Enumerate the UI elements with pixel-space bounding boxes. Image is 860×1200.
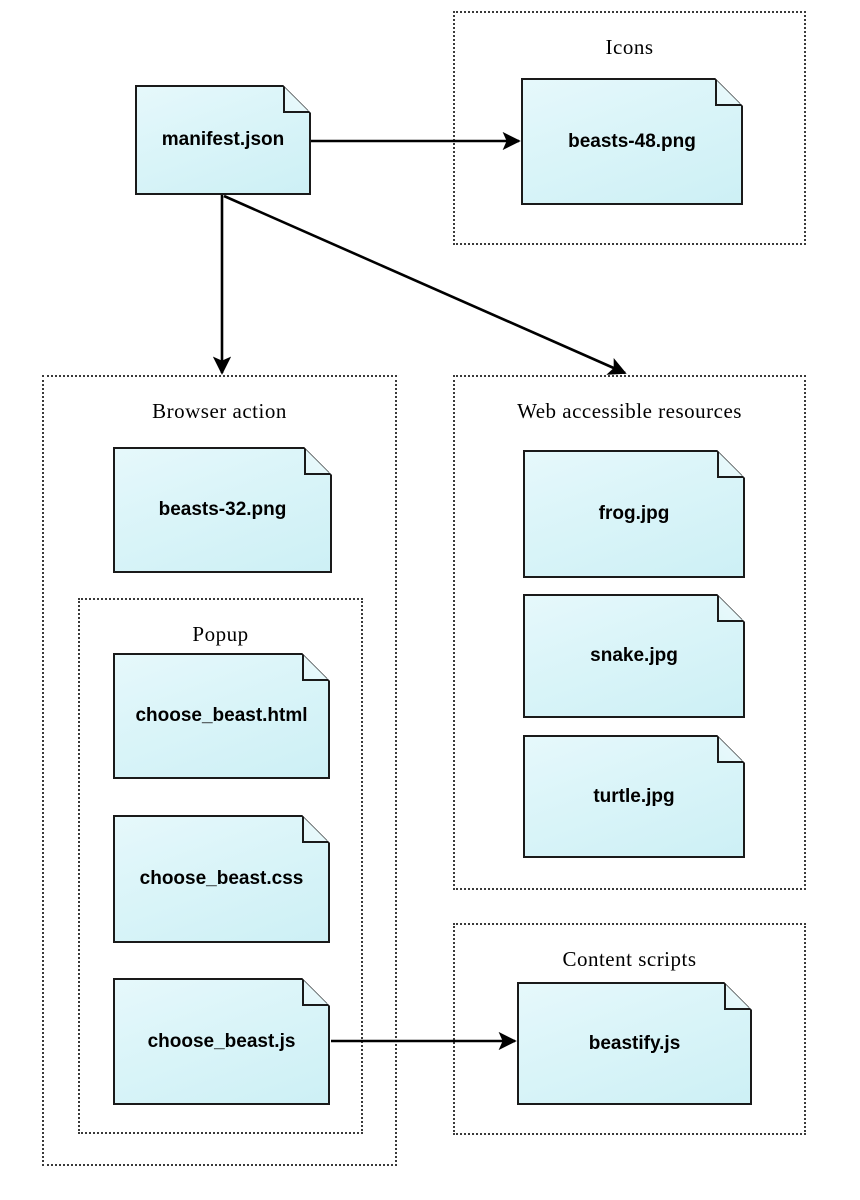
page-fold-icon [302,978,330,1006]
group-icons-title: Icons [605,35,654,59]
page-fold-icon [724,982,752,1010]
document-shape [113,815,330,943]
group-icons: Icons [453,11,806,245]
page-fold-icon [302,653,330,681]
file-node-choose-beast-css[interactable]: choose_beast.css [113,815,330,943]
document-shape [113,653,330,779]
group-web-accessible-resources: Web accessible resources [453,375,806,890]
page-fold-icon [717,594,745,622]
page-fold-icon [717,735,745,763]
page-fold-icon [715,78,743,106]
file-node-snake-jpg[interactable]: snake.jpg [523,594,745,718]
document-shape [113,978,330,1105]
file-node-choose-beast-js[interactable]: choose_beast.js [113,978,330,1105]
group-content-scripts: Content scripts [453,923,806,1135]
page-fold-icon [717,450,745,478]
document-shape [113,447,332,573]
file-node-turtle-jpg[interactable]: turtle.jpg [523,735,745,858]
document-shape [517,982,752,1105]
document-shape [523,450,745,578]
document-shape [521,78,743,205]
group-web-accessible-resources-title: Web accessible resources [517,399,742,423]
document-shape [523,594,745,718]
file-node-manifest-json[interactable]: manifest.json [135,85,311,195]
group-popup-title: Popup [192,622,249,646]
document-shape [523,735,745,858]
page-fold-icon [304,447,332,475]
file-node-beasts-48-png[interactable]: beasts-48.png [521,78,743,205]
group-content-scripts-title: Content scripts [562,947,697,971]
file-node-choose-beast-html[interactable]: choose_beast.html [113,653,330,779]
document-shape [135,85,311,195]
group-browser-action: Browser action [42,375,397,1166]
group-popup: Popup [78,598,363,1134]
page-fold-icon [283,85,311,113]
file-node-beasts-32-png[interactable]: beasts-32.png [113,447,332,573]
group-browser-action-title: Browser action [152,399,287,423]
file-node-frog-jpg[interactable]: frog.jpg [523,450,745,578]
file-node-beastify-js[interactable]: beastify.js [517,982,752,1105]
page-fold-icon [302,815,330,843]
